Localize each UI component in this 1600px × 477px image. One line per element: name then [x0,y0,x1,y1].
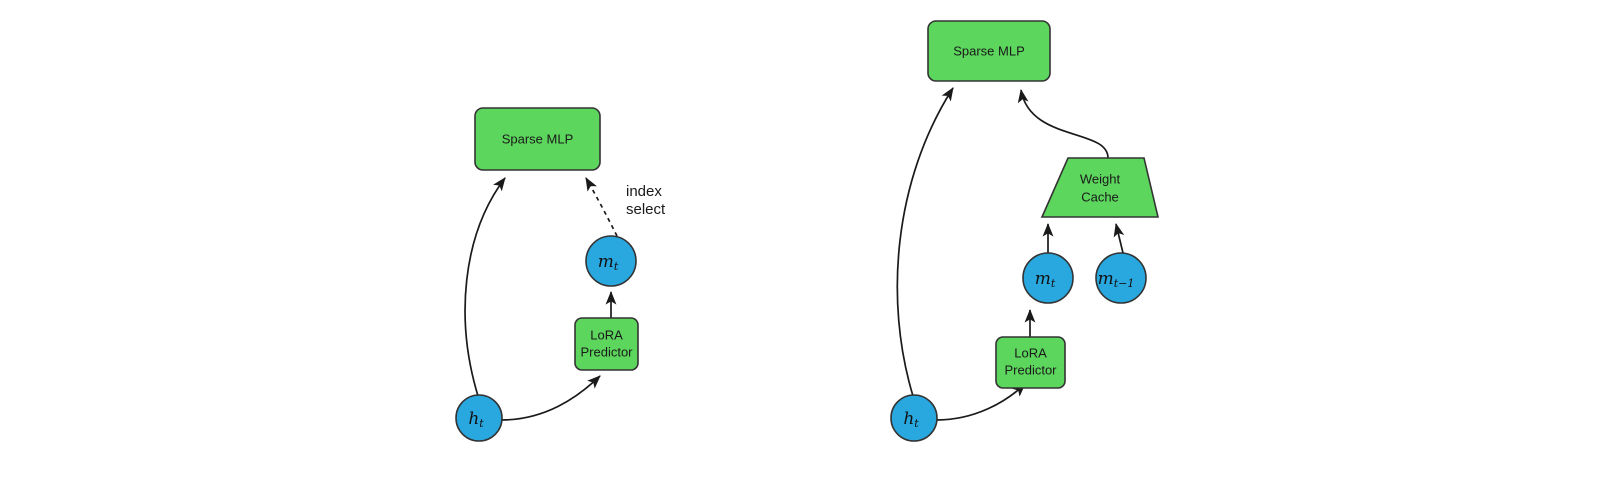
left-panel: Sparse MLP index select mt LoRA Predicto… [455,107,666,442]
node-lora-predictor-left[interactable] [574,317,639,371]
node-lora-predictor-left-label-line2: Predictor [580,344,633,359]
node-mask-mt-right[interactable] [1022,252,1074,304]
node-mask-mt-minus-1[interactable] [1095,252,1147,304]
edge-mask-to-sparse-mlp-index-select [585,177,618,237]
edge-hidden-to-lora-predictor-left [500,375,601,421]
node-sparse-mlp-right[interactable] [927,20,1051,82]
node-sparse-mlp-right-label: Sparse MLP [953,43,1025,58]
edge-hidden-to-sparse-mlp-left [464,177,506,397]
edge-hidden-to-sparse-mlp-right [896,87,954,397]
node-weight-cache-label-line1: Weight [1080,171,1121,186]
node-hidden-ht-left[interactable] [455,394,503,442]
edge-weight-cache-to-sparse-mlp [1017,88,1109,159]
node-lora-predictor-right[interactable] [995,336,1066,389]
node-weight-cache[interactable] [1040,157,1160,218]
edge-label-select: select [626,201,666,218]
node-mask-mt-minus-1-label: mt−1 [1098,269,1135,291]
node-mask-mt-left[interactable] [585,235,637,287]
edge-hidden-to-lora-predictor-right [935,383,1026,421]
node-lora-predictor-left-label-line1: LoRA [590,327,623,342]
edge-label-index: index [626,183,662,200]
node-hidden-ht-left-label: ht [468,409,484,431]
node-lora-predictor-right-label-line1: LoRA [1014,345,1047,360]
edge-mask-mt-minus-1-to-weight-cache [1113,223,1125,254]
right-panel: Sparse MLP Weight Cache mt mt−1 LoRA Pre… [890,20,1160,442]
node-mask-mt-left-label: mt [598,252,619,274]
node-hidden-ht-right[interactable] [890,394,938,442]
node-lora-predictor-right-label-line2: Predictor [1004,362,1057,377]
node-sparse-mlp-left[interactable] [474,107,601,171]
node-weight-cache-label-line2: Cache [1081,189,1119,204]
node-mask-mt-right-label: mt [1035,269,1056,291]
node-hidden-ht-right-label: ht [903,409,919,431]
node-sparse-mlp-left-label: Sparse MLP [502,131,574,146]
